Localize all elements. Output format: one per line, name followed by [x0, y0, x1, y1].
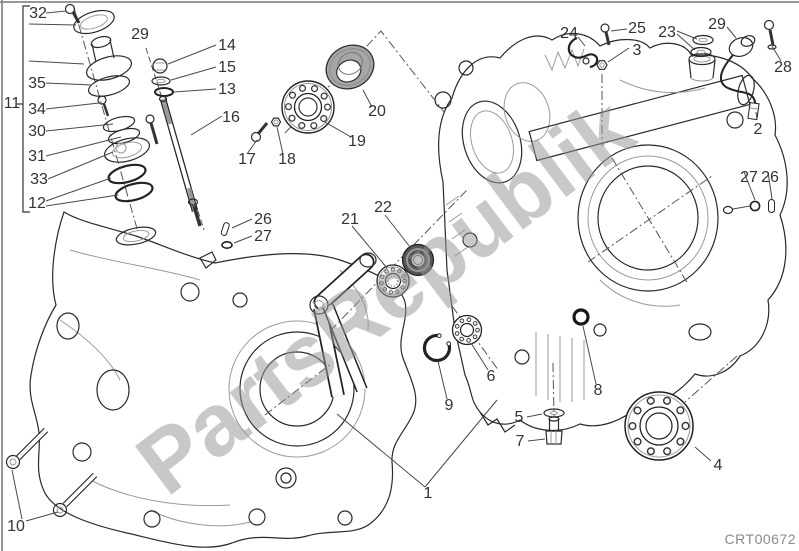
bearing-4 [624, 391, 694, 461]
o-ring-8 [572, 308, 590, 326]
part-callout-29-left: 29 [131, 26, 149, 43]
cap-nut-14 [152, 58, 168, 74]
gasket-35 [87, 75, 131, 97]
nut-3 [596, 60, 608, 70]
part-callout-10: 10 [7, 518, 25, 535]
diagram-code: CRT00672 [724, 531, 796, 547]
bracket-arm [309, 252, 377, 398]
bolt-32 [64, 3, 81, 24]
part-callout-3: 3 [632, 42, 642, 59]
part-callout-28: 28 [774, 59, 792, 76]
part-callout-5: 5 [514, 409, 524, 426]
circlip-9 [422, 333, 452, 363]
cable-clip-24 [567, 36, 599, 69]
part-callout-17: 17 [238, 151, 256, 168]
right-crankcase-half [434, 32, 788, 433]
part-callout-18: 18 [278, 151, 296, 168]
bolt-25 [600, 23, 611, 46]
union-flange-ring [73, 9, 115, 35]
part-callout-13: 13 [218, 81, 236, 98]
bearing-21 [376, 264, 410, 298]
part-callout-27-mid: 27 [254, 228, 272, 245]
part-callout-8: 8 [593, 382, 603, 399]
bolt-28 [763, 19, 777, 50]
part-callout-1: 1 [423, 485, 433, 502]
sensor-29 [728, 35, 756, 58]
part-callout-34: 34 [28, 101, 46, 118]
snap-ring-27-right [749, 200, 761, 212]
part-callout-11: 11 [3, 95, 21, 112]
part-callout-16: 16 [222, 109, 240, 126]
part-callout-27-right: 27 [740, 169, 758, 186]
washer-15 [151, 76, 171, 86]
part-callout-35: 35 [28, 75, 46, 92]
part-callout-30: 30 [28, 123, 46, 140]
seal-22 [401, 243, 435, 277]
part-callout-9: 9 [444, 397, 454, 414]
part-callout-22: 22 [374, 199, 392, 216]
part-callout-24: 24 [560, 25, 578, 42]
part-callout-26-mid: 26 [254, 211, 272, 228]
part-callout-23: 23 [658, 24, 676, 41]
case-bolts-10 [5, 427, 98, 518]
oil-drain-plug-7 [545, 416, 563, 445]
part-callout-2: 2 [753, 121, 763, 138]
screw-29 [145, 114, 202, 227]
bearing-6 [451, 314, 483, 346]
snap-ring-27-mid [221, 241, 233, 250]
bearing-19 [281, 80, 335, 134]
part-callout-7: 7 [515, 433, 525, 450]
part-callout-32: 32 [29, 5, 47, 22]
bracket-11 [17, 5, 30, 213]
part-callout-4: 4 [713, 457, 723, 474]
nut-18 [270, 117, 282, 127]
part-callout-14: 14 [218, 37, 236, 54]
part-callout-19: 19 [348, 133, 366, 150]
seal-ring-20 [325, 44, 375, 90]
part-callout-15: 15 [218, 59, 236, 76]
washers-23 [690, 34, 714, 58]
part-callout-12: 12 [28, 195, 46, 212]
part-callout-26-right: 26 [761, 169, 779, 186]
leader-lines [11, 10, 782, 522]
dowel-pin-26-right [732, 199, 775, 213]
part-callout-25: 25 [628, 20, 646, 37]
part-callout-33: 33 [30, 171, 48, 188]
dowel-pin-26-mid [220, 222, 233, 250]
sensor-cable-2 [719, 54, 760, 121]
part-callout-6: 6 [486, 368, 496, 385]
part-callout-29-right: 29 [708, 16, 726, 33]
part-callout-31: 31 [28, 148, 46, 165]
part-callout-21: 21 [341, 211, 359, 228]
part-callout-20: 20 [368, 103, 386, 120]
left-crankcase-half [29, 211, 417, 548]
water-union-body [86, 35, 132, 81]
screw-34 [97, 95, 110, 117]
